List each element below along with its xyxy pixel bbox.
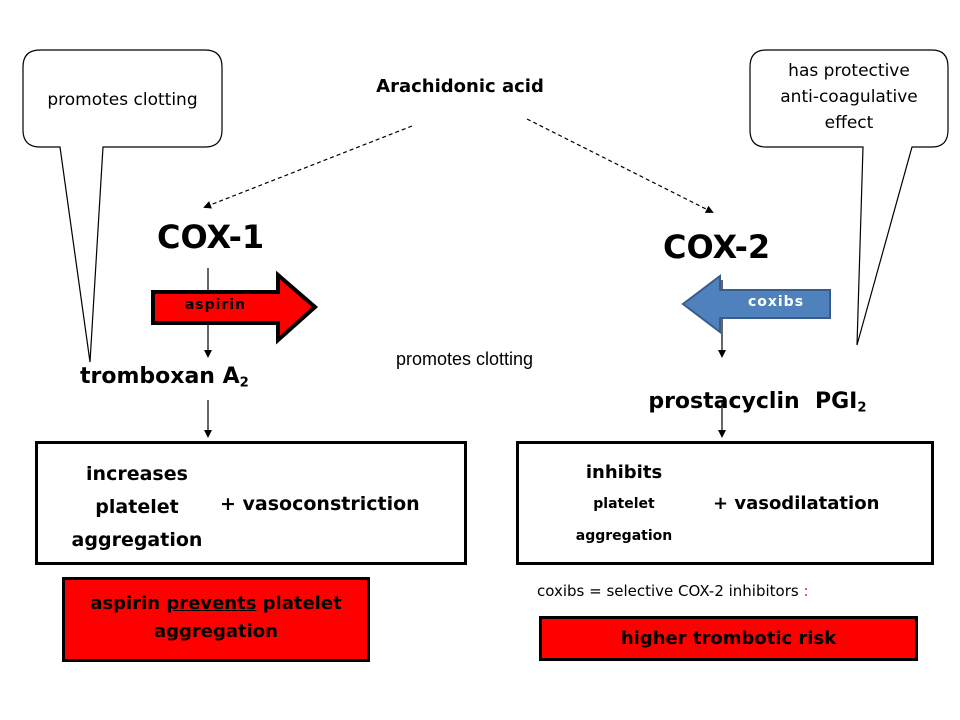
coxibs-arrow bbox=[681, 273, 831, 335]
right-effect-lines: inhibits platelet aggregation bbox=[539, 458, 709, 552]
right-callout-line2: anti-coagulative bbox=[780, 87, 918, 107]
prostacyclin-sub: 2 bbox=[857, 400, 867, 416]
aspirin-conclusion-box: aspirin prevents platelet aggregation bbox=[62, 577, 370, 662]
tromboxan-label: tromboxan A2 bbox=[80, 364, 249, 390]
arachidonic-acid-label: Arachidonic acid bbox=[376, 76, 544, 97]
left-callout-shape bbox=[22, 49, 223, 363]
right-callout-shape bbox=[749, 49, 949, 346]
right-effect-extra: + vasodilatation bbox=[713, 493, 880, 514]
cox1-label: COX-1 bbox=[157, 218, 265, 256]
prostacyclin-label: prostacyclin PGI2 bbox=[633, 364, 867, 416]
coxibs-note-text: coxibs = selective COX-2 inhibitors bbox=[537, 582, 799, 600]
trombotic-risk-box: higher trombotic risk bbox=[539, 616, 918, 661]
aspirin-conclusion-line2: aggregation bbox=[154, 621, 278, 642]
left-effect-line1: increases bbox=[86, 463, 188, 485]
arrow-to-cox1 bbox=[203, 125, 413, 209]
tromboxan-text: tromboxan A bbox=[80, 364, 240, 389]
right-callout-text: has protective anti-coagulative effect bbox=[750, 58, 948, 136]
tromboxan-sub: 2 bbox=[239, 375, 249, 391]
right-effect-box: inhibits platelet aggregation + vasodila… bbox=[516, 441, 934, 565]
right-effect-line3: aggregation bbox=[575, 528, 673, 544]
coxibs-note-colon: : bbox=[803, 582, 809, 600]
aspirin-label: aspirin bbox=[184, 297, 247, 313]
cox2-label: COX-2 bbox=[663, 228, 771, 266]
center-note: promotes clotting bbox=[396, 349, 534, 369]
left-effect-line2: platelet bbox=[95, 496, 179, 518]
prostacyclin-text: prostacyclin PGI bbox=[648, 389, 858, 414]
aspirin-arrow bbox=[151, 270, 319, 345]
left-effect-lines: increases platelet aggregation bbox=[52, 458, 222, 557]
coxibs-note: coxibs = selective COX-2 inhibitors : bbox=[537, 582, 809, 600]
left-callout-text: promotes clotting bbox=[47, 90, 198, 110]
right-effect-line1: inhibits bbox=[585, 462, 663, 483]
left-effect-line3: aggregation bbox=[71, 529, 203, 551]
arrow-to-cox2 bbox=[526, 118, 714, 213]
prevents-underlined: prevents bbox=[166, 593, 257, 614]
right-callout-line1: has protective bbox=[788, 61, 910, 81]
left-effect-extra: + vasoconstriction bbox=[220, 493, 420, 515]
right-effect-line2: platelet bbox=[593, 496, 655, 512]
aspirin-conclusion-line1: aspirin prevents platelet bbox=[90, 593, 342, 614]
left-effect-box: increases platelet aggregation + vasocon… bbox=[35, 441, 467, 565]
coxibs-label: coxibs bbox=[747, 294, 805, 310]
right-callout-line3: effect bbox=[824, 113, 874, 133]
